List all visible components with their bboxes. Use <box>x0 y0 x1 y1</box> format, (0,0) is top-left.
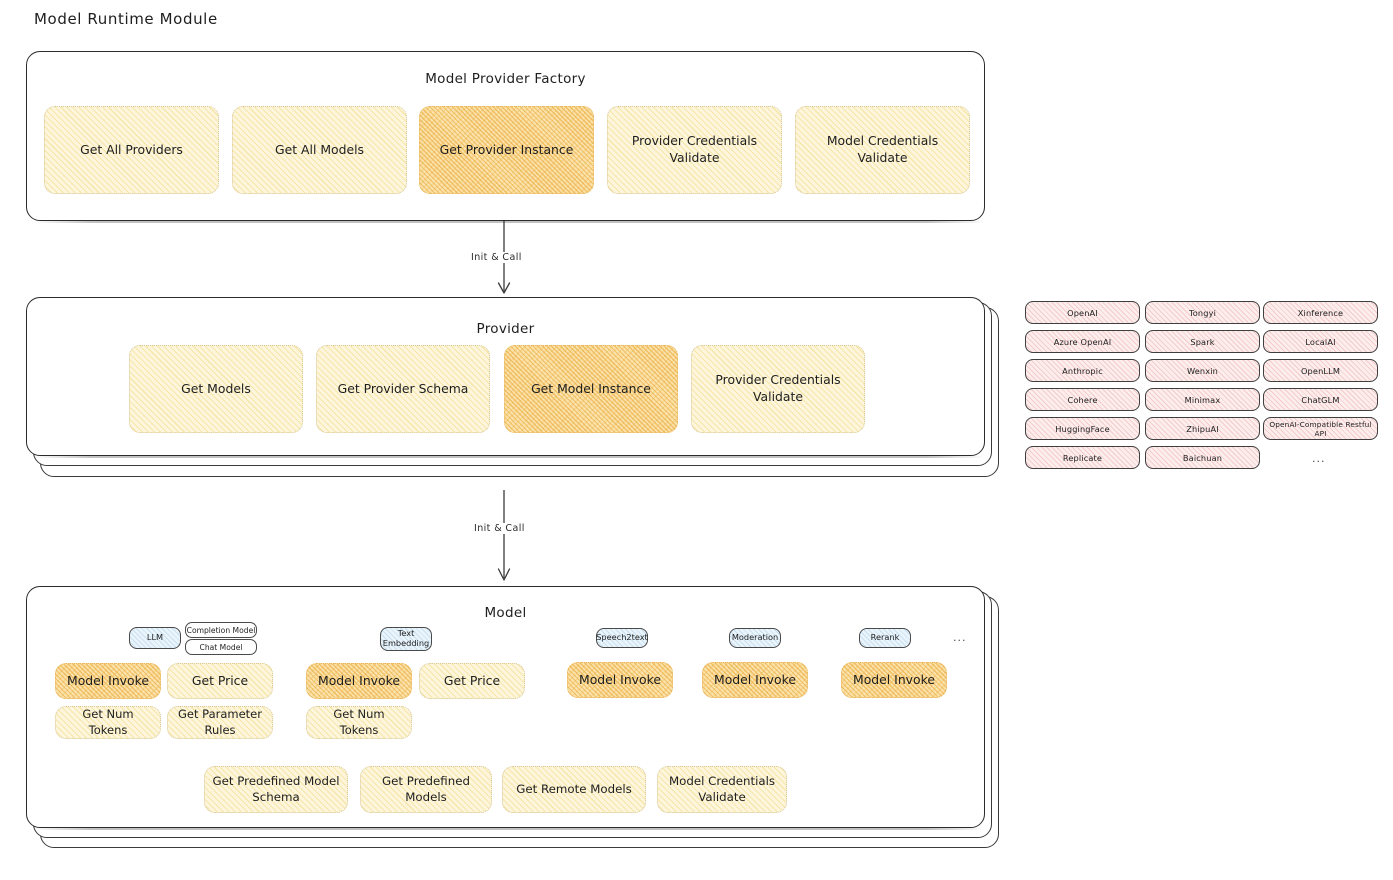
moderation-method-model-invoke[interactable]: Model Invoke <box>702 662 808 698</box>
speech2text-method-model-invoke[interactable]: Model Invoke <box>567 662 673 698</box>
provider-box-get-models[interactable]: Get Models <box>129 345 303 433</box>
model-types-more-ellipsis: ... <box>953 631 967 644</box>
model-type-chip-moderation[interactable]: Moderation <box>729 628 781 648</box>
rerank-method-model-invoke[interactable]: Model Invoke <box>841 662 947 698</box>
factory-box-model-credentials-validate[interactable]: Model Credentials Validate <box>795 106 970 194</box>
provider-chip-huggingface[interactable]: HuggingFace <box>1025 417 1140 440</box>
factory-box-get-provider-instance[interactable]: Get Provider Instance <box>419 106 594 194</box>
model-type-chip-text-embedding[interactable]: Text Embedding <box>380 627 432 651</box>
factory-box-provider-credentials-validate[interactable]: Provider Credentials Validate <box>607 106 782 194</box>
provider-chip-chatglm[interactable]: ChatGLM <box>1263 388 1378 411</box>
provider-chip-cohere[interactable]: Cohere <box>1025 388 1140 411</box>
arrow-label-init-and-call-2: Init & Call <box>471 523 528 534</box>
provider-box-get-provider-schema[interactable]: Get Provider Schema <box>316 345 490 433</box>
provider-chip-azure-openai[interactable]: Azure OpenAI <box>1025 330 1140 353</box>
model-type-chip-rerank[interactable]: Rerank <box>859 628 911 648</box>
provider-chip-spark[interactable]: Spark <box>1145 330 1260 353</box>
provider-chip-zhipuai[interactable]: ZhipuAI <box>1145 417 1260 440</box>
model-title: Model <box>484 605 527 621</box>
provider-chip-openai[interactable]: OpenAI <box>1025 301 1140 324</box>
provider-chip-localai[interactable]: LocalAI <box>1263 330 1378 353</box>
page-title: Model Runtime Module <box>34 10 218 28</box>
text-embedding-method-model-invoke[interactable]: Model Invoke <box>306 663 412 699</box>
provider-list-more-ellipsis: ... <box>1312 452 1326 465</box>
model-subtype-chip-chat-model[interactable]: Chat Model <box>185 639 257 655</box>
factory-box-get-all-providers[interactable]: Get All Providers <box>44 106 219 194</box>
model-provider-factory-title: Model Provider Factory <box>425 71 586 87</box>
provider-title: Provider <box>476 321 535 337</box>
provider-chip-wenxin[interactable]: Wenxin <box>1145 359 1260 382</box>
llm-method-get-parameter-rules[interactable]: Get Parameter Rules <box>167 706 273 739</box>
llm-method-get-num-tokens[interactable]: Get Num Tokens <box>55 706 161 739</box>
llm-method-get-price[interactable]: Get Price <box>167 663 273 699</box>
model-common-get-predefined-model-schema[interactable]: Get Predefined Model Schema <box>204 766 348 813</box>
provider-box-provider-credentials-validate[interactable]: Provider Credentials Validate <box>691 345 865 433</box>
model-subtype-chip-completion-model[interactable]: Completion Model <box>185 622 257 638</box>
provider-chip-baichuan[interactable]: Baichuan <box>1145 446 1260 469</box>
llm-method-model-invoke[interactable]: Model Invoke <box>55 663 161 699</box>
arrow-provider-to-model <box>497 490 511 581</box>
provider-chip-replicate[interactable]: Replicate <box>1025 446 1140 469</box>
arrow-label-init-and-call-1: Init & Call <box>468 252 525 263</box>
model-type-chip-llm[interactable]: LLM <box>129 627 181 649</box>
model-common-model-credentials-validate[interactable]: Model Credentials Validate <box>657 766 787 813</box>
model-common-get-remote-models[interactable]: Get Remote Models <box>502 766 646 813</box>
provider-chip-xinference[interactable]: Xinference <box>1263 301 1378 324</box>
text-embedding-method-get-num-tokens[interactable]: Get Num Tokens <box>306 706 412 739</box>
factory-box-get-all-models[interactable]: Get All Models <box>232 106 407 194</box>
provider-chip-minimax[interactable]: Minimax <box>1145 388 1260 411</box>
provider-chip-openllm[interactable]: OpenLLM <box>1263 359 1378 382</box>
model-common-get-predefined-models[interactable]: Get Predefined Models <box>360 766 492 813</box>
provider-chip-openai-compatible-restful-api[interactable]: OpenAI-Compatible Restful API <box>1263 417 1378 440</box>
provider-chip-tongyi[interactable]: Tongyi <box>1145 301 1260 324</box>
provider-chip-anthropic[interactable]: Anthropic <box>1025 359 1140 382</box>
text-embedding-method-get-price[interactable]: Get Price <box>419 663 525 699</box>
model-type-chip-speech2text[interactable]: Speech2text <box>596 628 648 648</box>
provider-box-get-model-instance[interactable]: Get Model Instance <box>504 345 678 433</box>
